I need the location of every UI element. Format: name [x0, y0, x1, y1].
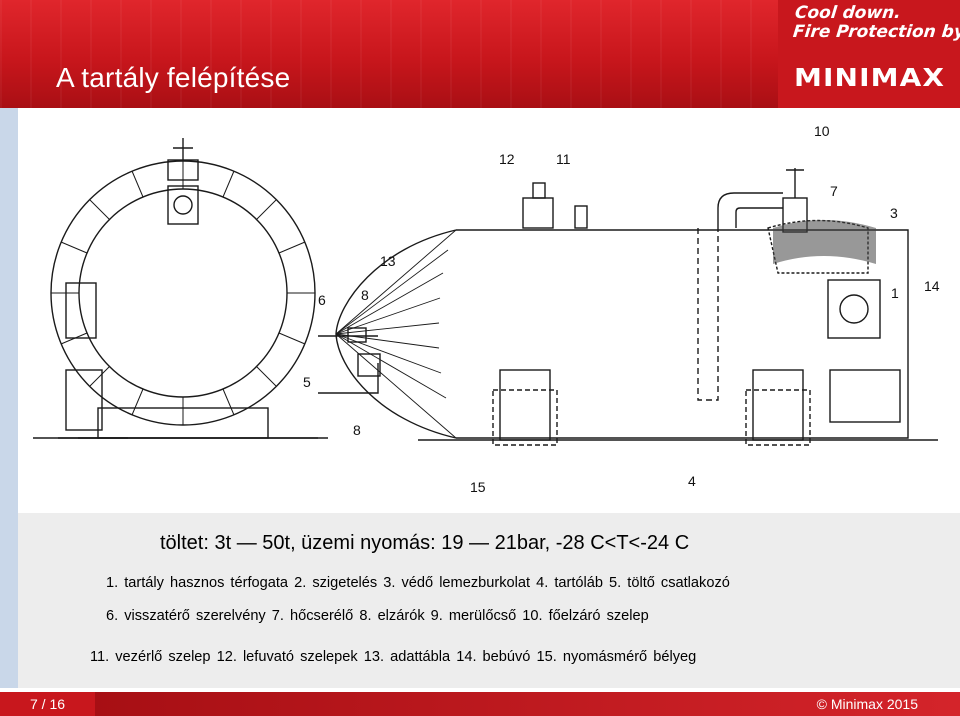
copyright: © Minimax 2015: [816, 696, 918, 712]
legend-line-1: 1. tartály hasznos térfogata 2. szigetel…: [106, 575, 730, 591]
callout-number-5: 7: [830, 183, 838, 199]
callout-number-6: 8: [361, 287, 369, 303]
tank-dish-end: [335, 229, 457, 439]
slide-footer: 7 / 16 © Minimax 2015: [0, 688, 960, 716]
callout-number-11: 13: [380, 253, 396, 269]
callout-number-8: 10: [814, 123, 830, 139]
tank-technical-drawing: 1 3 4 5 6 7 8 8 10 11 12 13 14 15: [18, 108, 960, 513]
brand-block: Cool down. Fire Protection by MINIMAX: [778, 0, 960, 108]
brand-slogan: Cool down. Fire Protection by: [792, 3, 960, 42]
callout-number-7: 8: [353, 422, 361, 438]
slide-header: A tartály felépítése Cool down. Fire Pro…: [0, 0, 960, 108]
callout-number-12: 14: [924, 278, 940, 294]
callout-number-10: 12: [499, 151, 515, 167]
tank-shell: [456, 229, 909, 439]
callout-number-13: 15: [470, 479, 486, 495]
legend-line-3: 11. vezérlő szelep 12. lefuvató szelepek…: [90, 649, 697, 665]
page-title: A tartály felépítése: [56, 62, 291, 93]
callout-number-3: 5: [303, 374, 311, 390]
footer-bar: [95, 692, 960, 716]
slogan-line-2: Fire Protection by: [792, 22, 960, 42]
minimax-logo: MINIMAX: [794, 63, 946, 92]
slide-content: 1 3 4 5 6 7 8 8 10 11 12 13 14 15 töltet…: [18, 108, 960, 688]
slogan-line-1: Cool down.: [794, 3, 902, 23]
callout-number-2: 4: [688, 473, 696, 489]
callout-number-1: 3: [890, 205, 898, 221]
data-plate: [827, 279, 881, 339]
page-number: 7 / 16: [0, 692, 95, 716]
end-view-inner-ring: [78, 188, 288, 398]
callout-number-9: 11: [556, 151, 571, 167]
title-band: A tartály felépítése: [0, 0, 778, 108]
support-leg-right: [752, 369, 804, 441]
callout-number-0: 1: [891, 285, 899, 301]
legend-line-2: 6. visszatérő szerelvény 7. hőcserélő 8.…: [106, 608, 649, 624]
left-rail: [0, 108, 18, 688]
tank-drawing-svg: 1 3 4 5 6 7 8 8 10 11 12 13 14 15: [33, 123, 940, 495]
callout-number-4: 6: [318, 292, 326, 308]
fill-pressure-spec: töltet: 3t — 50t, üzemi nyomás: 19 — 21b…: [160, 532, 690, 554]
support-leg-left: [499, 369, 551, 441]
